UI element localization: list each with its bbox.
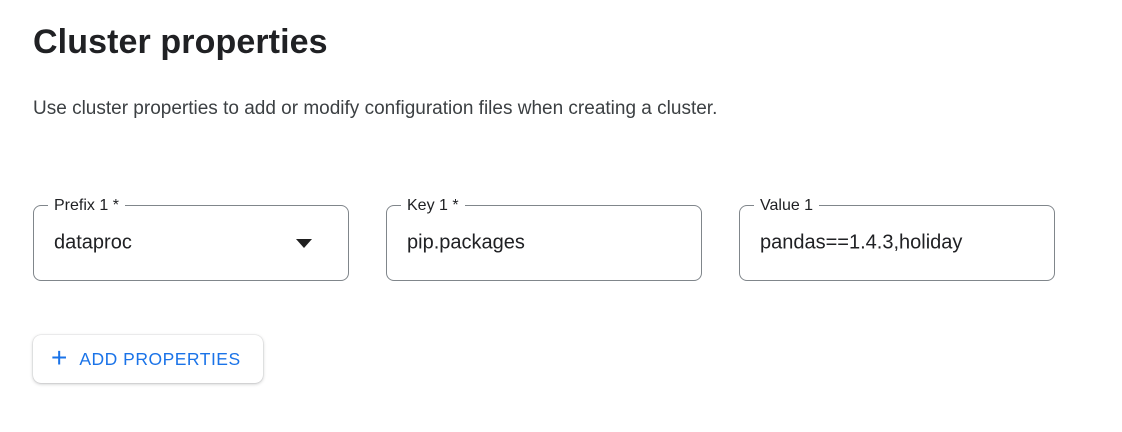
property-row-1: Prefix 1 * dataproc Key 1 * pip.packages… (33, 195, 1122, 281)
prefix-select[interactable]: Prefix 1 * dataproc (33, 195, 349, 281)
dropdown-arrow-icon[interactable] (296, 239, 312, 248)
plus-icon: + (51, 342, 68, 373)
add-properties-label: ADD PROPERTIES (79, 348, 241, 369)
prefix-value: dataproc (54, 231, 132, 254)
add-properties-button[interactable]: + ADD PROPERTIES (33, 335, 263, 383)
cluster-properties-section: Cluster properties Use cluster propertie… (33, 23, 1122, 383)
key-value: pip.packages (407, 231, 525, 254)
value-label: Value 1 (754, 195, 820, 216)
value-input[interactable]: Value 1 pandas==1.4.3,holiday (739, 195, 1055, 281)
key-label: Key 1 * (401, 195, 465, 216)
value-value: pandas==1.4.3,holiday (760, 231, 963, 254)
page-title: Cluster properties (33, 23, 328, 61)
prefix-label: Prefix 1 * (48, 195, 125, 216)
section-description: Use cluster properties to add or modify … (33, 98, 718, 119)
key-input[interactable]: Key 1 * pip.packages (386, 195, 702, 281)
